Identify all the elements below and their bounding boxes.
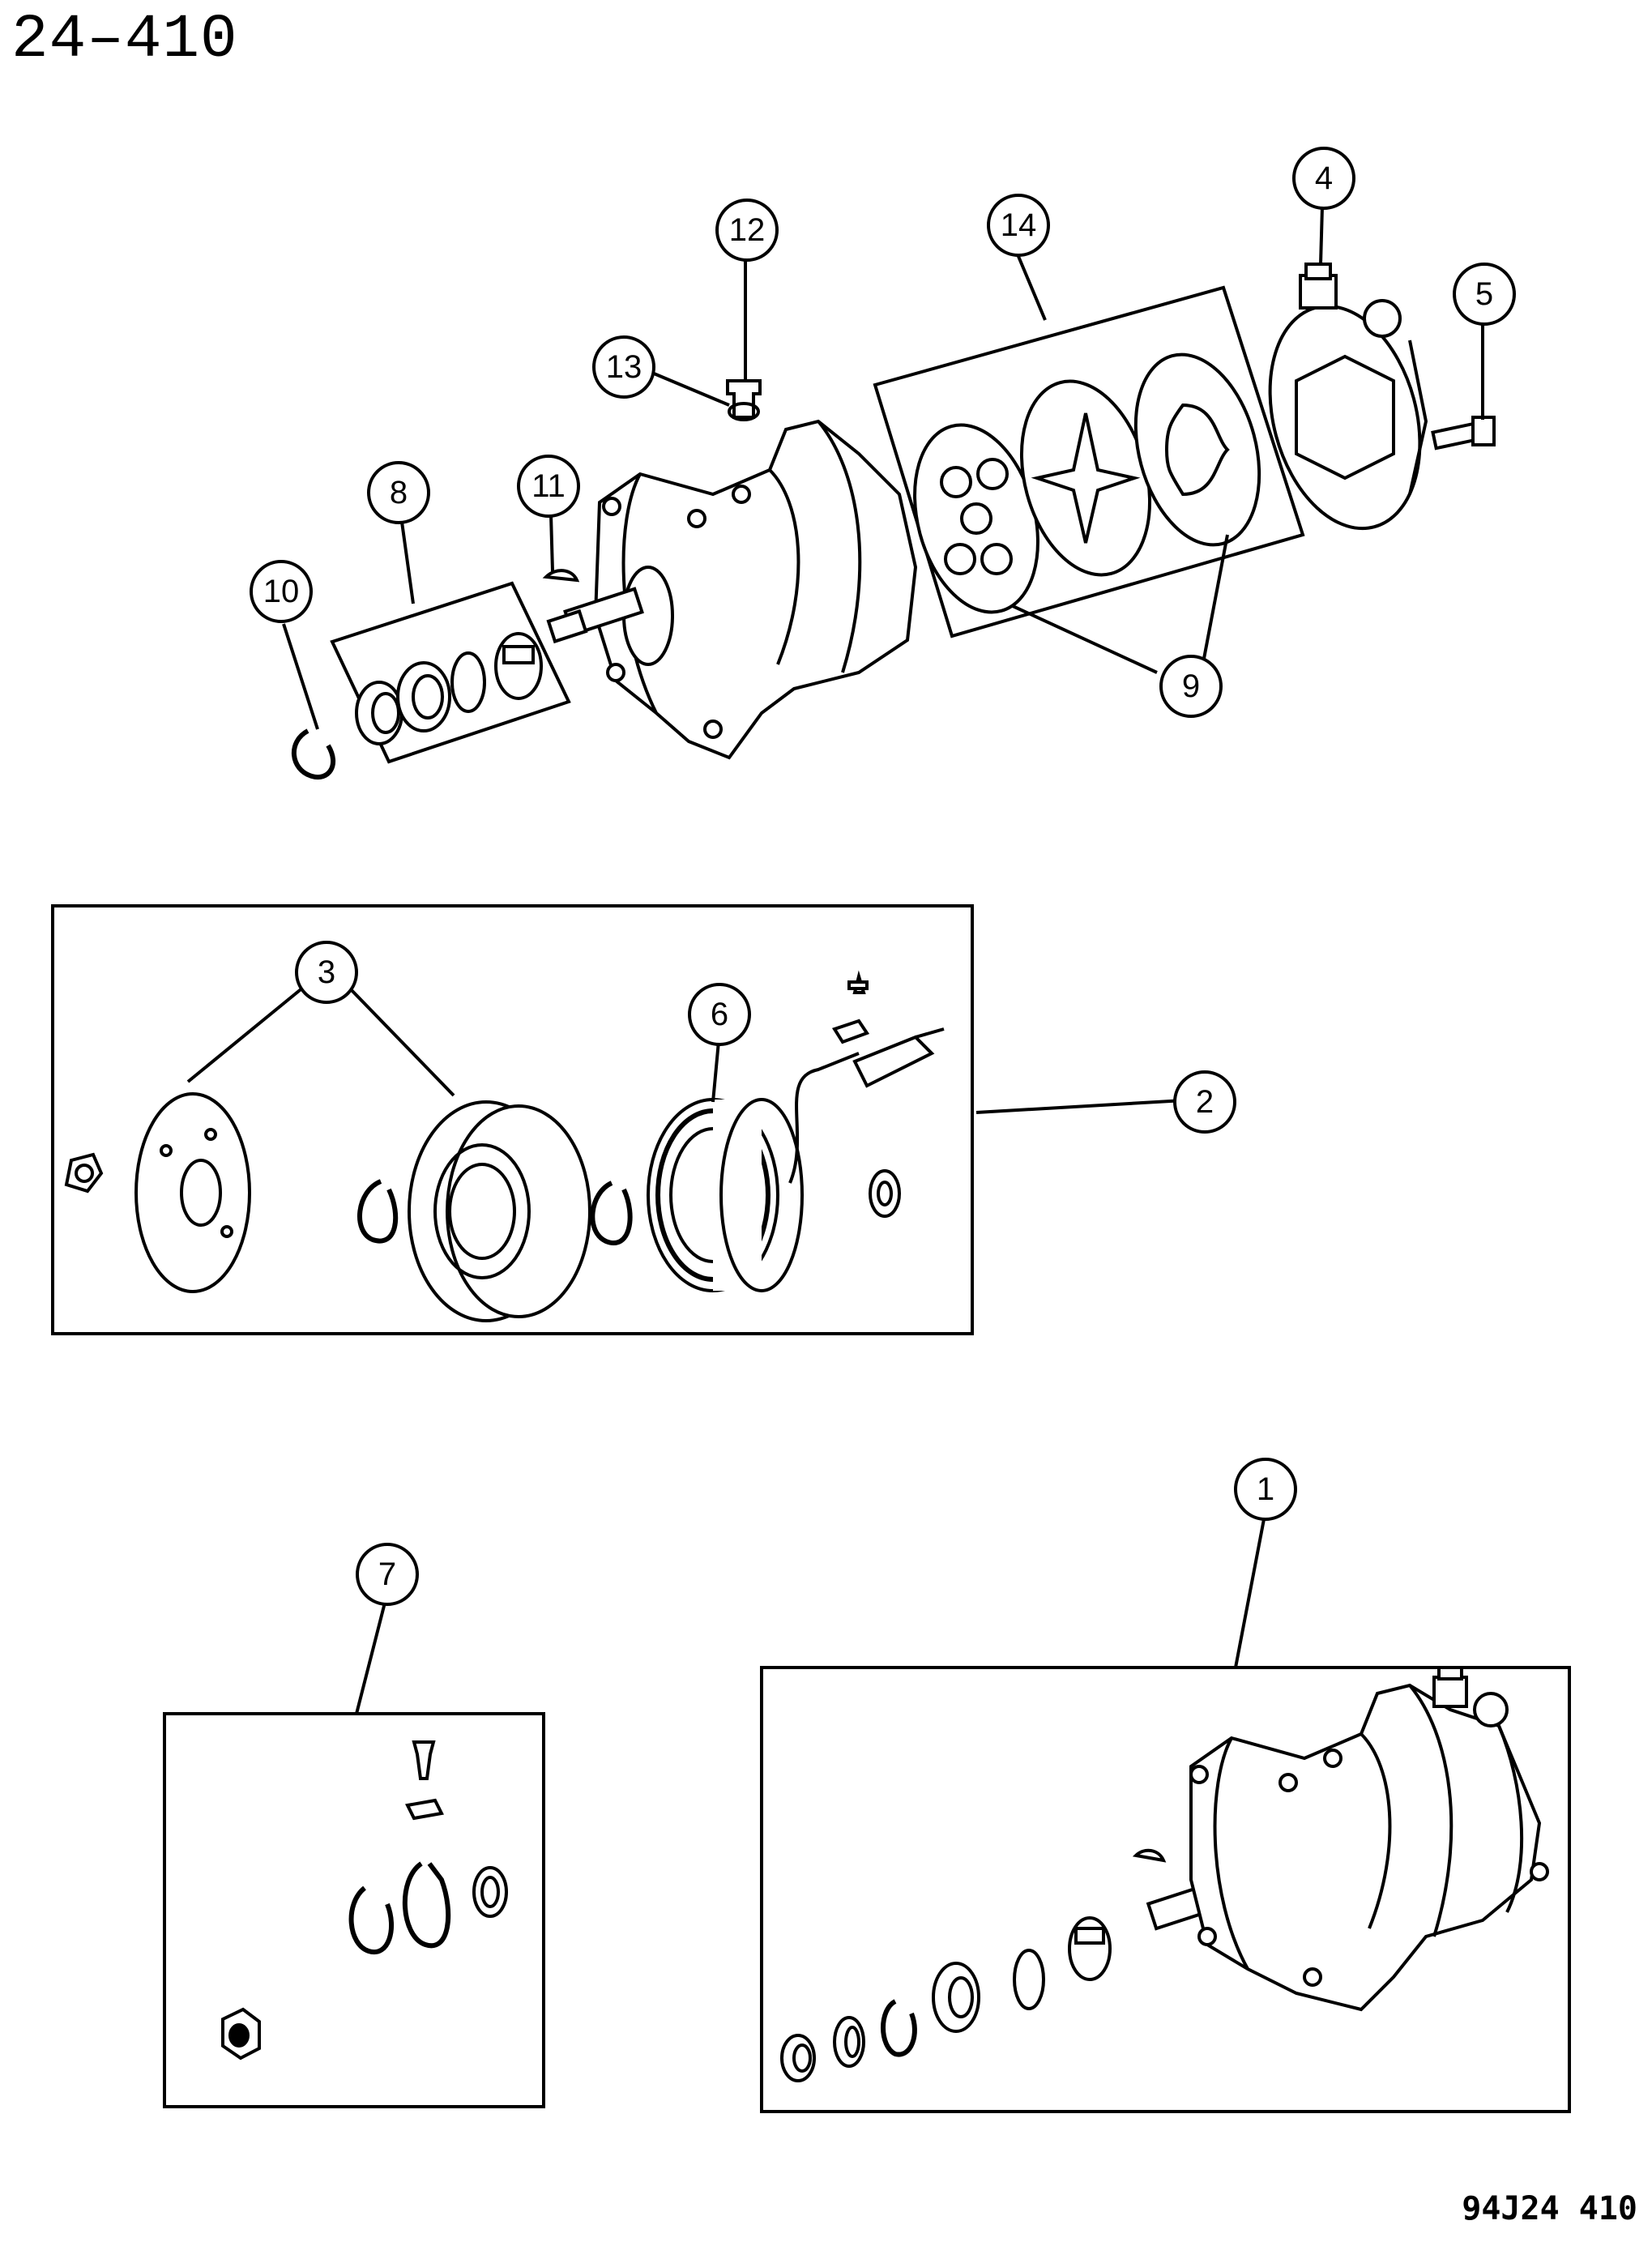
callout-label: 14 xyxy=(1001,207,1037,243)
callout-label: 7 xyxy=(378,1557,396,1592)
compressor-assembly-box xyxy=(760,1666,1571,2113)
seal-kit-parts xyxy=(355,632,543,745)
oil-plug xyxy=(726,379,762,419)
page-title: 24–410 xyxy=(11,5,238,75)
callout-label: 4 xyxy=(1315,160,1333,196)
callout-label: 9 xyxy=(1182,668,1200,704)
callout-9: 9 xyxy=(1159,655,1223,718)
callout-label: 5 xyxy=(1475,276,1493,312)
callout-label: 1 xyxy=(1257,1471,1274,1507)
callout-2: 2 xyxy=(1173,1070,1236,1134)
clutch-hardware-parts xyxy=(221,1740,508,2061)
callout-1: 1 xyxy=(1234,1458,1297,1521)
compressor-body-top xyxy=(546,419,918,760)
head-bolt xyxy=(1431,416,1496,451)
callout-label: 10 xyxy=(263,574,300,609)
complete-compressor xyxy=(780,1666,1549,2082)
oil-plug-o-ring xyxy=(728,402,760,421)
callout-label: 12 xyxy=(729,212,766,248)
callout-5: 5 xyxy=(1453,263,1516,326)
clutch-hardware-box xyxy=(163,1712,545,2108)
callout-11: 11 xyxy=(517,455,580,518)
leader-lines xyxy=(186,206,1484,1715)
callout-label: 2 xyxy=(1196,1084,1214,1120)
callout-4: 4 xyxy=(1292,147,1355,210)
callout-label: 3 xyxy=(318,954,335,990)
callout-13: 13 xyxy=(592,335,655,399)
clutch-assembly-box xyxy=(51,904,974,1335)
callout-6: 6 xyxy=(688,983,751,1046)
clutch-parts xyxy=(64,970,945,1322)
snap-ring xyxy=(292,728,335,780)
callout-8: 8 xyxy=(367,461,430,524)
callout-7: 7 xyxy=(356,1543,419,1606)
callout-3: 3 xyxy=(295,941,358,1004)
callout-10: 10 xyxy=(250,560,313,623)
callout-label: 6 xyxy=(711,997,728,1032)
figure-code: 94J24 410 xyxy=(1462,2190,1637,2227)
callout-14: 14 xyxy=(987,194,1050,257)
callout-12: 12 xyxy=(715,199,779,262)
callout-label: 11 xyxy=(531,468,566,504)
gasket-kit-parts xyxy=(913,352,1261,614)
shaft-key xyxy=(542,569,580,583)
callout-label: 13 xyxy=(606,349,642,385)
callout-label: 8 xyxy=(390,475,408,510)
compressor-head xyxy=(1268,263,1428,531)
